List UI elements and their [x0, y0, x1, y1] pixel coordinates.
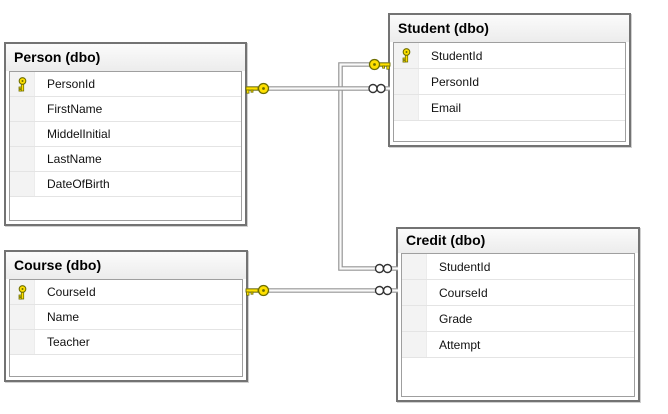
field-row-middelinitial[interactable]: MiddelInitial	[10, 122, 241, 147]
table-person[interactable]: Person (dbo) PersonId FirstName	[4, 42, 247, 226]
table-person-grid: PersonId FirstName MiddelInitial LastNam…	[9, 71, 242, 221]
key-icon	[402, 48, 410, 63]
key-icon	[18, 284, 26, 300]
field-row-lastname[interactable]: LastName	[10, 147, 241, 172]
field-name: Teacher	[47, 335, 90, 349]
field-row-firstname[interactable]: FirstName	[10, 97, 241, 122]
relationship-course-credit[interactable]	[245, 284, 398, 297]
row-selector-cell	[10, 305, 35, 329]
field-name: Name	[47, 310, 80, 324]
row-selector-cell	[394, 69, 419, 94]
field-row-name[interactable]: Name	[10, 305, 242, 330]
field-name: Grade	[439, 311, 473, 326]
field-row-dateofbirth[interactable]: DateOfBirth	[10, 172, 241, 197]
field-row-courseid[interactable]: CourseId	[402, 280, 634, 306]
table-person-title[interactable]: Person (dbo)	[6, 44, 245, 71]
field-name: CourseId	[439, 285, 488, 300]
table-course[interactable]: Course (dbo) CourseId Name	[4, 250, 248, 382]
field-name: LastName	[47, 152, 102, 166]
field-name: StudentId	[431, 48, 483, 63]
field-row-courseid[interactable]: CourseId	[10, 280, 242, 305]
field-row-attempt[interactable]: Attempt	[402, 332, 634, 358]
table-student-grid: StudentId PersonId Email	[393, 42, 626, 142]
field-row-email[interactable]: Email	[394, 95, 625, 121]
field-name: FirstName	[47, 102, 103, 116]
field-row-personid[interactable]: PersonId	[10, 72, 241, 97]
row-selector-cell	[394, 95, 419, 120]
field-row-teacher[interactable]: Teacher	[10, 330, 242, 355]
row-selector-cell	[402, 306, 427, 331]
field-name: MiddelInitial	[47, 127, 111, 141]
table-credit-grid: StudentId CourseId Grade Attempt	[401, 253, 635, 397]
row-selector-cell	[10, 97, 35, 121]
table-course-grid: CourseId Name Teacher	[9, 279, 243, 377]
row-selector-cell	[10, 122, 35, 146]
row-selector-cell	[10, 172, 35, 196]
table-credit[interactable]: Credit (dbo) StudentId CourseId Grade At…	[396, 227, 640, 402]
field-name: CourseId	[47, 285, 96, 299]
relationship-person-student[interactable]	[245, 82, 390, 95]
field-name: StudentId	[439, 259, 491, 274]
key-icon	[18, 76, 26, 92]
primary-key-cell	[394, 43, 419, 68]
field-name: Attempt	[439, 337, 481, 352]
table-credit-title[interactable]: Credit (dbo)	[398, 229, 638, 253]
table-student[interactable]: Student (dbo) StudentId PersonId	[388, 13, 631, 147]
row-selector-cell	[10, 330, 35, 354]
row-selector-cell	[402, 332, 427, 357]
primary-key-cell	[10, 72, 35, 96]
key-icon	[245, 284, 270, 297]
field-name: Email	[431, 100, 462, 115]
infinity-icon	[368, 83, 386, 94]
primary-key-cell	[10, 280, 35, 304]
field-name: PersonId	[431, 74, 480, 89]
field-row-studentid[interactable]: StudentId	[394, 43, 625, 69]
field-row-studentid[interactable]: StudentId	[402, 254, 634, 280]
row-selector-cell	[402, 254, 427, 279]
key-icon	[245, 82, 270, 95]
field-row-grade[interactable]: Grade	[402, 306, 634, 332]
field-row-personid[interactable]: PersonId	[394, 69, 625, 95]
table-course-title[interactable]: Course (dbo)	[6, 252, 246, 279]
infinity-icon	[374, 263, 393, 274]
table-student-title[interactable]: Student (dbo)	[390, 15, 629, 42]
infinity-icon	[374, 285, 393, 296]
row-selector-cell	[402, 280, 427, 305]
field-name: PersonId	[47, 77, 96, 91]
row-selector-cell	[10, 147, 35, 171]
field-name: DateOfBirth	[47, 177, 110, 191]
key-icon	[368, 58, 391, 71]
